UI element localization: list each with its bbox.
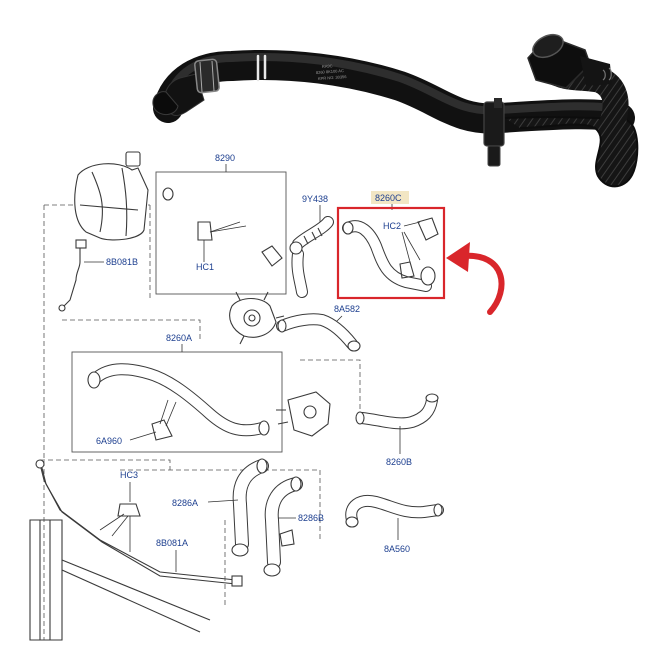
label-8a582: 8A582	[334, 304, 360, 314]
highlight-box-8260c	[336, 206, 446, 300]
hose-8260b	[355, 393, 439, 430]
water-pump	[229, 291, 285, 345]
label-8260b: 8260B	[386, 457, 412, 467]
tube-8b081b	[58, 239, 104, 312]
label-8b081b: 8B081B	[106, 257, 138, 267]
label-8b081a: 8B081A	[156, 538, 188, 548]
pointer-arrow	[446, 242, 505, 315]
hose-8a560	[345, 495, 444, 528]
hose-8286a	[231, 458, 269, 557]
hose-print-2: 8260 8K100 AC	[316, 68, 344, 75]
label-8260c-bg	[371, 191, 409, 204]
coolant-reservoir	[74, 151, 149, 241]
clip-hc3	[117, 503, 141, 517]
label-8260c: 8260C	[375, 193, 402, 203]
hose-8260a	[87, 363, 270, 441]
thermostat-housing	[276, 391, 331, 437]
hose-9y438	[289, 216, 334, 298]
group-box-8260a	[71, 351, 283, 453]
hose-8286b	[263, 476, 303, 577]
hose-print-1: RA9C	[322, 63, 333, 69]
tube-8b081a	[35, 459, 243, 587]
hose-left-end	[152, 58, 220, 116]
label-8290: 8290	[215, 153, 235, 163]
label-8286b: 8286B	[298, 513, 324, 523]
hose-clip-bracket	[483, 98, 505, 167]
quick-connector	[527, 33, 612, 89]
label-9y438: 9Y438	[302, 194, 328, 204]
group-box-8290	[155, 171, 287, 295]
hose-print-3: KPR NO: 30356	[318, 74, 348, 81]
hose-photo: RA9C 8260 8K100 AC KPR NO: 30356	[152, 33, 639, 188]
label-6a960: 6A960	[96, 436, 122, 446]
hose-8a582	[276, 313, 361, 352]
label-hc3: HC3	[120, 470, 138, 480]
label-8260a: 8260A	[166, 333, 192, 343]
label-hc2: HC2	[383, 221, 401, 231]
label-hc1: HC1	[196, 262, 214, 272]
radiator	[29, 519, 211, 641]
hose-8290	[162, 175, 283, 267]
label-8a560: 8A560	[384, 544, 410, 554]
hose-8260c	[342, 217, 439, 292]
parts-diagram: 8B081B 8290 HC1 9Y438 8260C	[29, 151, 505, 641]
label-8286a: 8286A	[172, 498, 198, 508]
